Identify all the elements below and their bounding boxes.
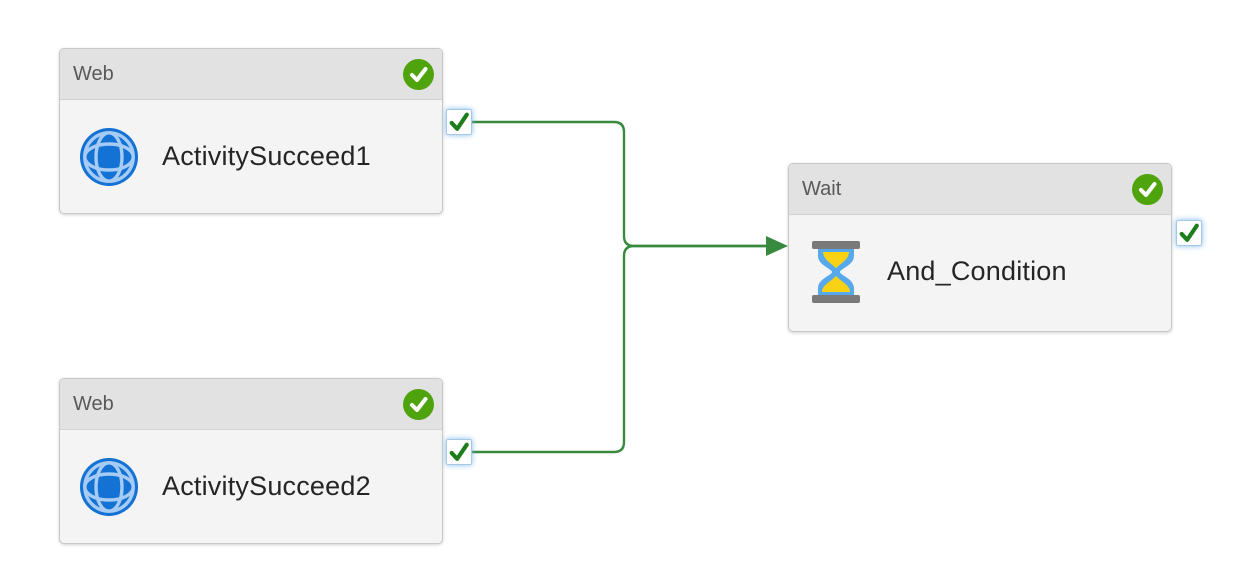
success-output-port-2[interactable] bbox=[446, 439, 472, 465]
node-header: Web bbox=[60, 49, 442, 100]
success-badge-icon bbox=[1132, 173, 1163, 205]
activity-node-wait[interactable]: Wait And_Condition bbox=[788, 163, 1172, 332]
node-body: And_Condition bbox=[789, 215, 1171, 328]
checkmark-icon bbox=[449, 112, 469, 131]
checkmark-icon bbox=[449, 442, 469, 461]
hourglass-icon bbox=[809, 240, 863, 303]
node-name-label: ActivitySucceed1 bbox=[162, 141, 371, 171]
success-output-port-3[interactable] bbox=[1176, 220, 1202, 246]
node-header: Web bbox=[60, 379, 442, 430]
node-type-label: Web bbox=[73, 62, 114, 85]
activity-node-web-1[interactable]: Web ActivitySucceed1 bbox=[59, 48, 443, 214]
node-name-label: And_Condition bbox=[887, 256, 1067, 286]
success-badge-icon bbox=[403, 58, 434, 90]
globe-icon bbox=[80, 457, 138, 516]
success-badge-icon bbox=[403, 388, 434, 420]
checkmark-icon bbox=[1179, 223, 1199, 242]
node-body: ActivitySucceed1 bbox=[60, 100, 442, 213]
node-header: Wait bbox=[789, 164, 1171, 215]
success-connector-2[interactable] bbox=[471, 244, 766, 454]
globe-icon bbox=[80, 127, 138, 186]
node-name-label: ActivitySucceed2 bbox=[162, 471, 371, 501]
connector-arrowhead-icon bbox=[766, 236, 788, 256]
node-type-label: Wait bbox=[802, 177, 842, 200]
success-output-port-1[interactable] bbox=[446, 109, 472, 135]
success-connector-1[interactable] bbox=[471, 120, 766, 248]
node-body: ActivitySucceed2 bbox=[60, 430, 442, 543]
node-type-label: Web bbox=[73, 392, 114, 415]
activity-node-web-2[interactable]: Web ActivitySucceed2 bbox=[59, 378, 443, 544]
